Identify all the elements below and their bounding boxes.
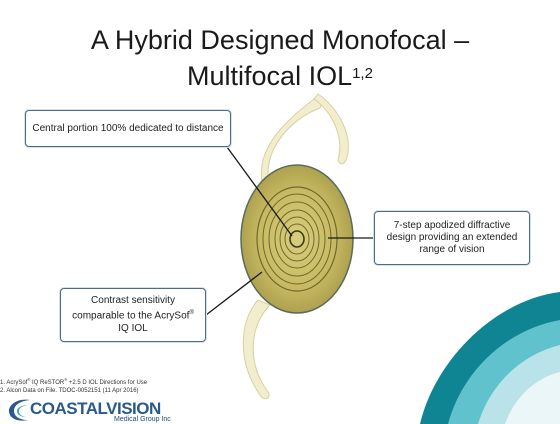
- callout-diffractive-design: 7-step apodized diffractive design provi…: [374, 211, 530, 265]
- leader-top-left: [226, 146, 293, 237]
- footnote-1: 1. AcrySof® IQ ReSTOR® +2.5 D IOL Direct…: [0, 377, 148, 386]
- company-logo: COASTALVISION Medical Group Inc: [6, 397, 206, 424]
- footnote-2: 2. Alcon Data on File. TDOC-0052151 (11 …: [0, 387, 139, 394]
- title-line1-text: A Hybrid Designed Monofocal –: [90, 25, 470, 55]
- title-reference: 1,2: [352, 65, 373, 82]
- logo-subtitle: Medical Group Inc: [114, 416, 171, 423]
- upper-haptic-tip: [313, 93, 349, 165]
- callout-central-portion-text: Central portion 100% dedicated to distan…: [32, 122, 224, 134]
- slide-title-line2: Multifocal IOL1,2: [40, 60, 520, 93]
- callout-diffractive-design-text: 7-step apodized diffractive design provi…: [386, 220, 518, 255]
- decorative-swoosh: [420, 292, 560, 424]
- logo-brand-text: COASTALVISION: [30, 399, 161, 418]
- logo-swoosh-icon: [8, 399, 30, 421]
- callout-central-portion: Central portion 100% dedicated to distan…: [25, 110, 231, 147]
- optic: [240, 164, 354, 314]
- callout-contrast-sensitivity: Contrast sensitivity comparable to the A…: [60, 288, 206, 342]
- title-line2-text: Multifocal IOL: [187, 61, 353, 91]
- leader-bottom-left: [205, 271, 263, 316]
- callout-contrast-text: Contrast sensitivity comparable to the A…: [72, 295, 194, 334]
- footnotes: 1. AcrySof® IQ ReSTOR® +2.5 D IOL Direct…: [0, 376, 147, 395]
- lower-haptic: [242, 299, 271, 400]
- slide-title-line1: A Hybrid Designed Monofocal –: [40, 24, 520, 57]
- registered-mark: ®: [189, 310, 194, 317]
